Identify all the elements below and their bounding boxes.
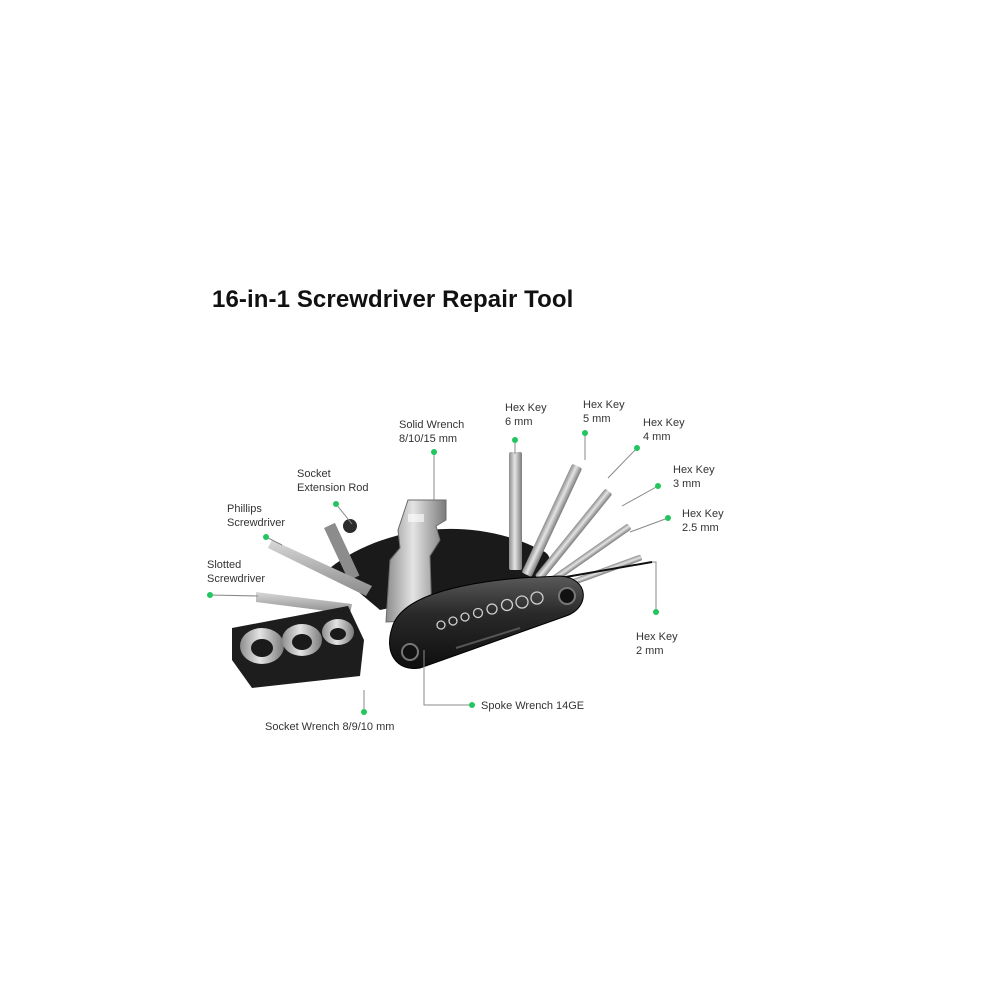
label-hex-6: Hex Key 6 mm xyxy=(505,402,550,428)
leader-lines xyxy=(209,433,669,712)
label-hex-2: Hex Key 2 mm xyxy=(636,631,681,657)
leader-hex-4 xyxy=(607,447,638,479)
solid-wrench-plate xyxy=(385,499,447,623)
hex-keys-group xyxy=(509,452,653,591)
part-labels: Solid Wrench 8/10/15 mm Hex Key 6 mm Hex… xyxy=(207,399,727,733)
dot-hex-3 xyxy=(655,483,661,489)
multitool-illustration xyxy=(232,452,653,688)
dot-socket-rod xyxy=(333,501,339,507)
leader-hex-2 xyxy=(652,561,657,612)
spoke-wrench-holes xyxy=(436,591,544,630)
dot-hex-5 xyxy=(582,430,588,436)
leader-hex-25 xyxy=(629,517,669,533)
hex-key-3mm xyxy=(548,524,631,585)
label-solid-wrench: Solid Wrench 8/10/15 mm xyxy=(399,419,467,445)
tool-body-back xyxy=(330,528,551,610)
dot-hex-25 xyxy=(665,515,671,521)
hex-key-4mm xyxy=(535,489,612,581)
dot-phillips xyxy=(263,534,269,540)
label-spoke: Spoke Wrench 14GE xyxy=(481,700,584,712)
label-hex-4: Hex Key 4 mm xyxy=(643,417,688,443)
label-phillips: Phillips Screwdriver xyxy=(227,503,285,529)
label-slotted: Slotted Screwdriver xyxy=(207,559,265,585)
leader-slotted xyxy=(209,594,259,597)
dot-solid-wrench xyxy=(431,449,437,455)
label-socket-rod: Socket Extension Rod xyxy=(297,468,369,494)
dot-hex-6 xyxy=(512,437,518,443)
leader-socket-rod xyxy=(335,503,353,525)
hex-key-2-5mm xyxy=(556,554,643,591)
hex-key-6mm xyxy=(509,452,522,570)
dot-socket-wrench xyxy=(361,709,367,715)
phillips-screwdriver xyxy=(268,540,372,596)
dot-hex-4 xyxy=(634,445,640,451)
dot-hex-2 xyxy=(653,609,659,615)
socket-wrench-block xyxy=(232,606,364,688)
label-hex-5: Hex Key 5 mm xyxy=(583,399,628,425)
dot-spoke xyxy=(469,702,475,708)
leader-hex-3 xyxy=(621,485,659,507)
hex-key-5mm xyxy=(522,464,582,577)
socket-extension-rod xyxy=(324,519,360,581)
dot-slotted xyxy=(207,592,213,598)
body-rivet-right xyxy=(558,587,576,605)
label-hex-25: Hex Key 2.5 mm xyxy=(682,508,727,534)
tool-body-front xyxy=(389,575,584,669)
label-dots xyxy=(207,430,671,715)
body-rivet-left xyxy=(401,643,419,661)
label-socket-wrench: Socket Wrench 8/9/10 mm xyxy=(265,721,394,733)
leader-spoke xyxy=(423,650,472,706)
hex-key-2mm xyxy=(559,561,653,579)
slotted-screwdriver xyxy=(256,592,352,614)
diagram-title: 16-in-1 Screwdriver Repair Tool xyxy=(212,286,574,313)
label-hex-3: Hex Key 3 mm xyxy=(673,464,718,490)
